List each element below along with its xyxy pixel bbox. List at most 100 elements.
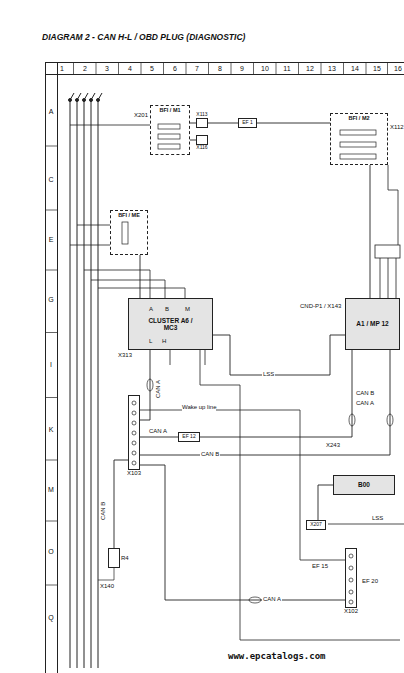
ecu-box: CLUSTER A6 / MC3 (128, 298, 213, 350)
signal-name: LSS (372, 515, 383, 522)
module-box: B00 (333, 475, 395, 495)
node-label: BFI / M1 (159, 107, 180, 113)
row-letter: G (48, 296, 53, 304)
connector-code: CND-P1 / X143 (300, 303, 341, 310)
connector-pin (132, 441, 136, 445)
wire-connector (370, 165, 371, 298)
node-label: A1 / MP 12 (354, 319, 390, 328)
signal-name: CAN B (100, 502, 107, 520)
fuse-symbol (158, 144, 180, 149)
signal-name: Wake up line (182, 404, 216, 411)
column-number: 13 (328, 64, 336, 72)
fuse-box: BFI / M2 (330, 113, 388, 165)
column-number: 4 (128, 64, 132, 72)
wire (388, 258, 389, 298)
supply-bus (91, 100, 92, 668)
supply-bus (97, 99, 100, 102)
signal-name: CAN B (200, 451, 220, 458)
connector-code: X243 (326, 442, 340, 449)
column-number: 12 (306, 64, 314, 72)
row-letter: C (48, 176, 53, 184)
wire-connector (257, 123, 330, 124)
column-number: 6 (173, 64, 177, 72)
supply-bus (84, 100, 85, 668)
connector-pin (132, 431, 136, 435)
pin-name: L (149, 338, 152, 345)
supply-bus (90, 99, 93, 102)
connector-pin (349, 578, 353, 582)
connector-pin (132, 401, 136, 405)
column-number: 7 (195, 64, 199, 72)
column-number: 16 (394, 64, 402, 72)
grid-tick (231, 62, 232, 74)
grid-tick (73, 62, 74, 74)
grid-tick (45, 460, 57, 461)
grid-tick (276, 62, 277, 74)
node-label: X103 (127, 470, 141, 477)
connector-box: EF 12 (178, 432, 200, 442)
row-letter: M (48, 486, 54, 494)
column-number: 10 (261, 64, 269, 72)
grid-tick (45, 397, 57, 398)
supply-bus (69, 99, 72, 102)
grid-tick (141, 62, 142, 74)
wire (91, 280, 165, 298)
wire-connector (140, 437, 178, 438)
row-letter: O (48, 548, 53, 556)
wire (98, 288, 185, 298)
row-letter: E (49, 236, 54, 244)
connector-code: X140 (100, 583, 114, 590)
wire (70, 245, 110, 246)
connector-box: X207 (306, 520, 326, 530)
resistor-symbol (98, 568, 114, 580)
signal-name: LSS (262, 371, 275, 378)
node-label: BFI / ME (118, 212, 140, 218)
node-label: R4 (121, 555, 129, 562)
column-number: 8 (218, 64, 222, 72)
grid-frame (46, 63, 404, 673)
node-label: X207 (309, 522, 323, 528)
grid-tick (96, 62, 97, 74)
connector-pin (349, 590, 353, 594)
connector-code: EF 15 (312, 563, 328, 570)
grid-tick (45, 270, 57, 271)
diagram-title: DIAGRAM 2 - CAN H-L / OBD PLUG (DIAGNOST… (42, 32, 245, 42)
grid-frame (57, 62, 58, 673)
signal-name: CAN A (262, 596, 282, 603)
grid-tick (45, 585, 57, 586)
grid-tick (366, 62, 367, 74)
supply-bus (76, 99, 79, 102)
signal-name: CAN A (155, 380, 162, 398)
column-number: 9 (240, 64, 244, 72)
column-number: 15 (373, 64, 381, 72)
pin-name: A (149, 306, 153, 313)
row-letter: K (49, 426, 54, 434)
supply-bus (98, 100, 99, 668)
connector-code: X201 (134, 112, 148, 119)
connector-block (375, 245, 400, 258)
wire (140, 410, 345, 560)
fuse-symbol (122, 222, 128, 244)
wire (396, 258, 397, 298)
pin-name: B (165, 306, 169, 313)
grid-tick (298, 62, 299, 74)
grid-tick (45, 62, 388, 585)
wire-connector (140, 350, 150, 420)
pin-name: H (162, 338, 166, 345)
wire (70, 125, 404, 640)
row-letter: I (50, 361, 52, 369)
wire-connector (114, 460, 128, 548)
grid-tick (186, 62, 187, 74)
wire (328, 524, 404, 525)
pin-name: M (185, 306, 190, 313)
connector-pin (132, 401, 353, 604)
connector-box: X116 (196, 135, 208, 145)
grid-tick (45, 210, 57, 211)
resistor-symbol: R4 (108, 548, 120, 568)
connector-box: X113 (196, 118, 208, 128)
fuse-box: BFI / ME (110, 210, 148, 255)
signal-name: CAN A (148, 428, 168, 435)
wire (77, 225, 110, 226)
grid-tick (163, 62, 164, 74)
grid-tick (118, 62, 119, 74)
